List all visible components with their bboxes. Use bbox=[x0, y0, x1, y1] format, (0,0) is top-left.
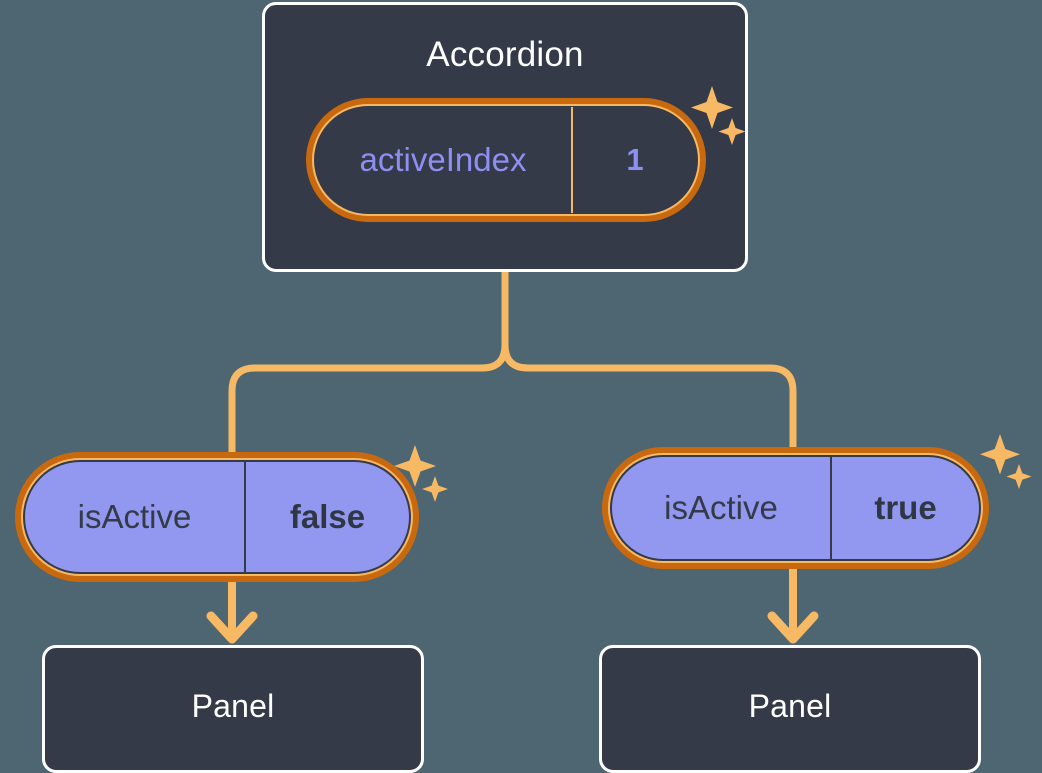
connector-branch-left bbox=[228, 341, 509, 456]
four-pointed-star-icon-small bbox=[422, 476, 448, 502]
prop-key-isactive-left: isActive bbox=[25, 462, 246, 572]
prop-pill-isactive-false[interactable]: isActive false bbox=[15, 452, 419, 582]
component-card-panel-left[interactable]: Panel bbox=[42, 645, 424, 773]
four-pointed-star-icon bbox=[980, 434, 1020, 475]
four-pointed-star-icon-small bbox=[1006, 464, 1032, 489]
component-title-panel-right: Panel bbox=[748, 688, 832, 724]
component-card-panel-right[interactable]: Panel bbox=[599, 645, 981, 773]
prop-key-isactive-right: isActive bbox=[612, 457, 832, 559]
state-value-activeindex: 1 bbox=[626, 142, 644, 177]
prop-pill-isactive-true[interactable]: isActive true bbox=[602, 447, 989, 569]
state-pill-activeindex[interactable]: activeIndex 1 bbox=[306, 98, 706, 222]
pill-face: isActive true bbox=[610, 455, 981, 561]
component-title-accordion: Accordion bbox=[426, 35, 584, 74]
arrow-down-icon-left bbox=[206, 611, 258, 644]
pill-face: isActive false bbox=[23, 460, 411, 574]
sparkle-cluster-right-pill bbox=[980, 434, 1032, 489]
prop-value-isactive-right: true bbox=[874, 489, 937, 526]
connector-branch-right bbox=[501, 341, 797, 451]
pill-face: activeIndex 1 bbox=[314, 106, 698, 214]
state-key-activeindex: activeIndex bbox=[315, 107, 573, 213]
prop-value-isactive-left: false bbox=[289, 498, 366, 535]
component-title-panel-left: Panel bbox=[191, 688, 275, 724]
arrow-down-icon-right bbox=[767, 611, 819, 644]
